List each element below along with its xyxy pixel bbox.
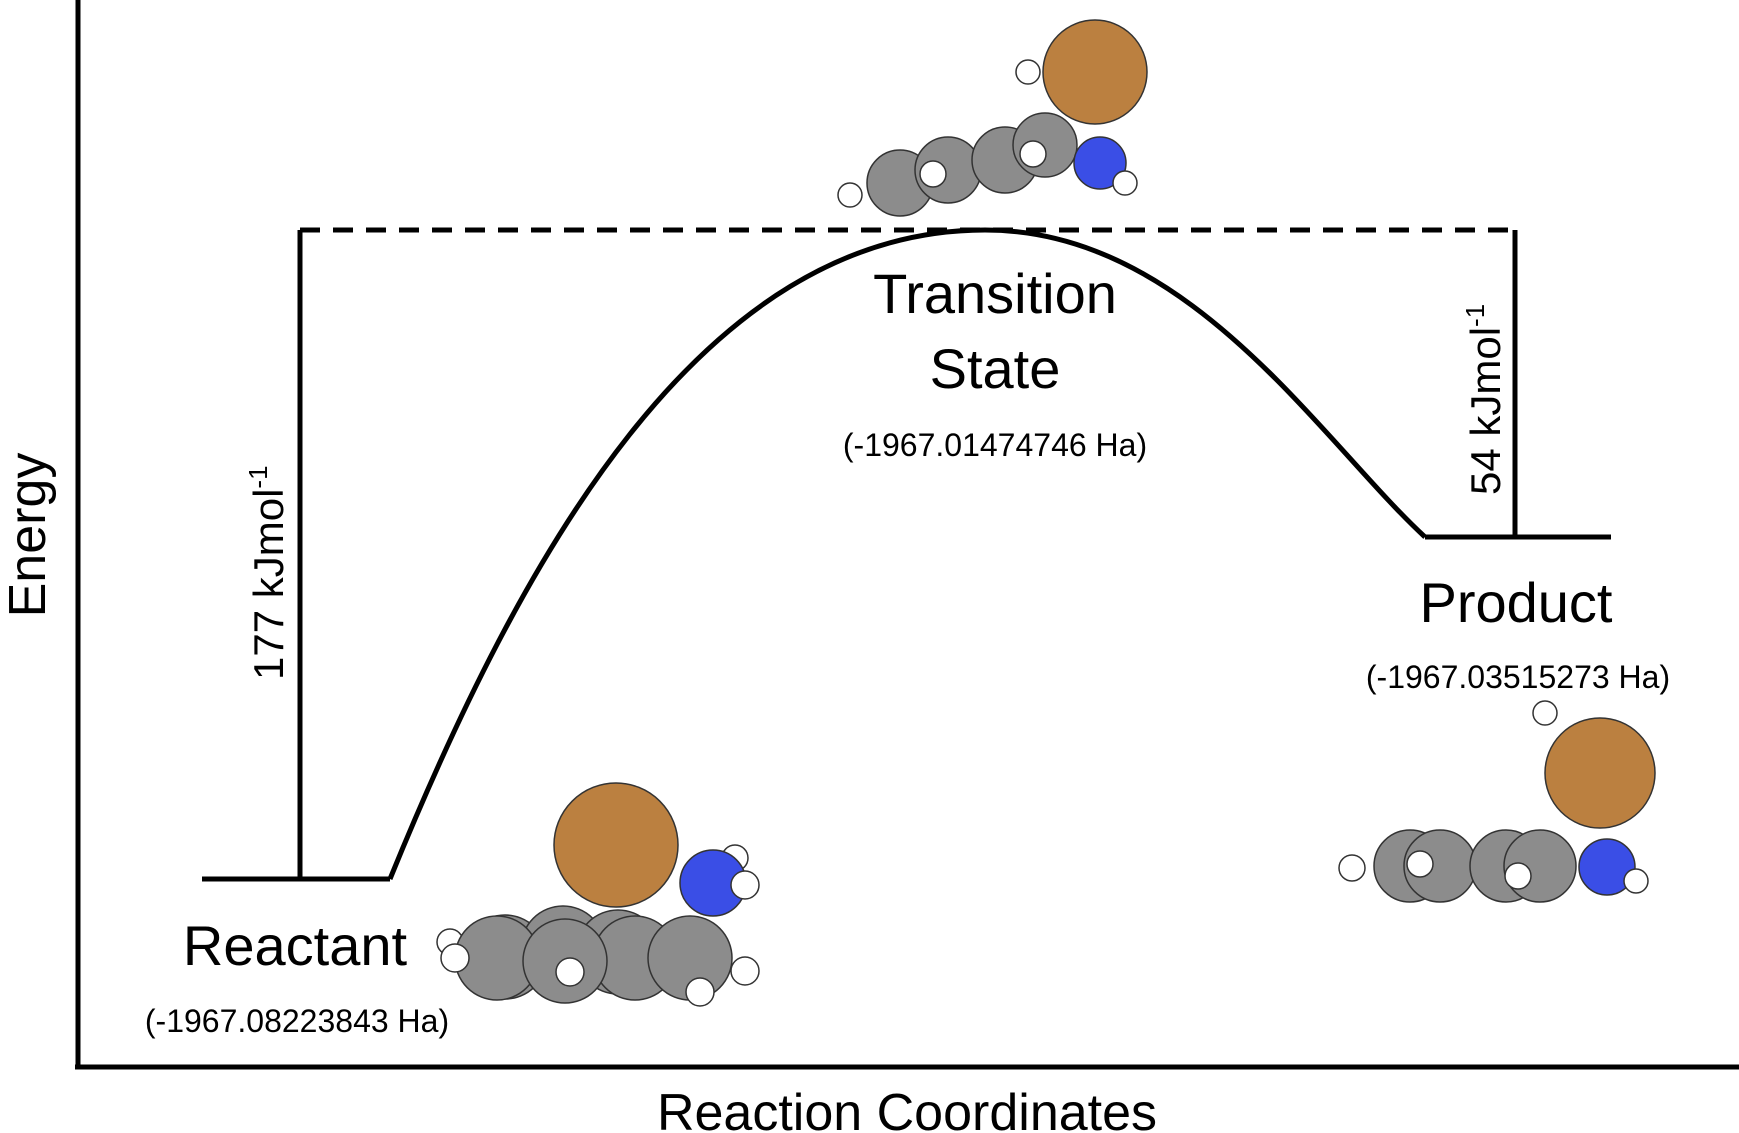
reaction-curve	[387, 227, 1427, 880]
transition-state-molecule-illustration	[837, 19, 1148, 217]
y-axis-title: Energy	[0, 453, 57, 618]
product-label: Product	[1420, 571, 1613, 634]
transition-state-label-line1: Transition	[873, 262, 1117, 325]
transition-state-energy: (-1967.01474746 Ha)	[843, 427, 1147, 463]
reverse-barrier-label: 54 kJmol-1	[1460, 304, 1509, 495]
transition-state-label-line2: State	[930, 337, 1061, 400]
product-molecule-illustration	[1338, 700, 1656, 903]
forward-barrier-label: 177 kJmol-1	[243, 465, 292, 680]
reactant-molecule-illustration	[436, 782, 760, 1007]
x-axis-title: Reaction Coordinates	[657, 1084, 1157, 1133]
product-energy: (-1967.03515273 Ha)	[1366, 659, 1670, 695]
reactant-energy: (-1967.08223843 Ha)	[145, 1003, 449, 1039]
reactant-label: Reactant	[183, 914, 408, 977]
